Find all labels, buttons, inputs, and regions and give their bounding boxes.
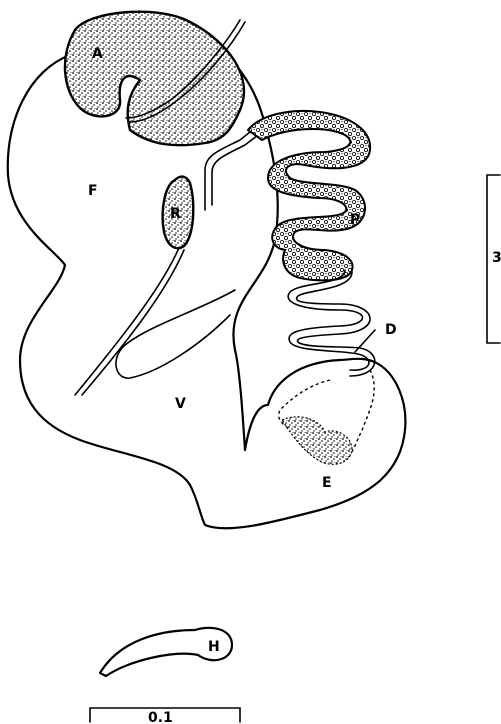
label-v: V [175,396,186,412]
label-f: F [88,183,98,199]
label-p: P [350,212,360,228]
label-r: R [170,206,181,222]
label-d: D [385,322,397,338]
label-a: A [92,46,103,62]
deferent-duct [288,270,369,370]
label-h: H [208,639,220,655]
label-e: E [322,475,332,491]
scale-label-small: 0.1 [148,710,173,724]
scale-label-large: 3 [492,250,501,266]
